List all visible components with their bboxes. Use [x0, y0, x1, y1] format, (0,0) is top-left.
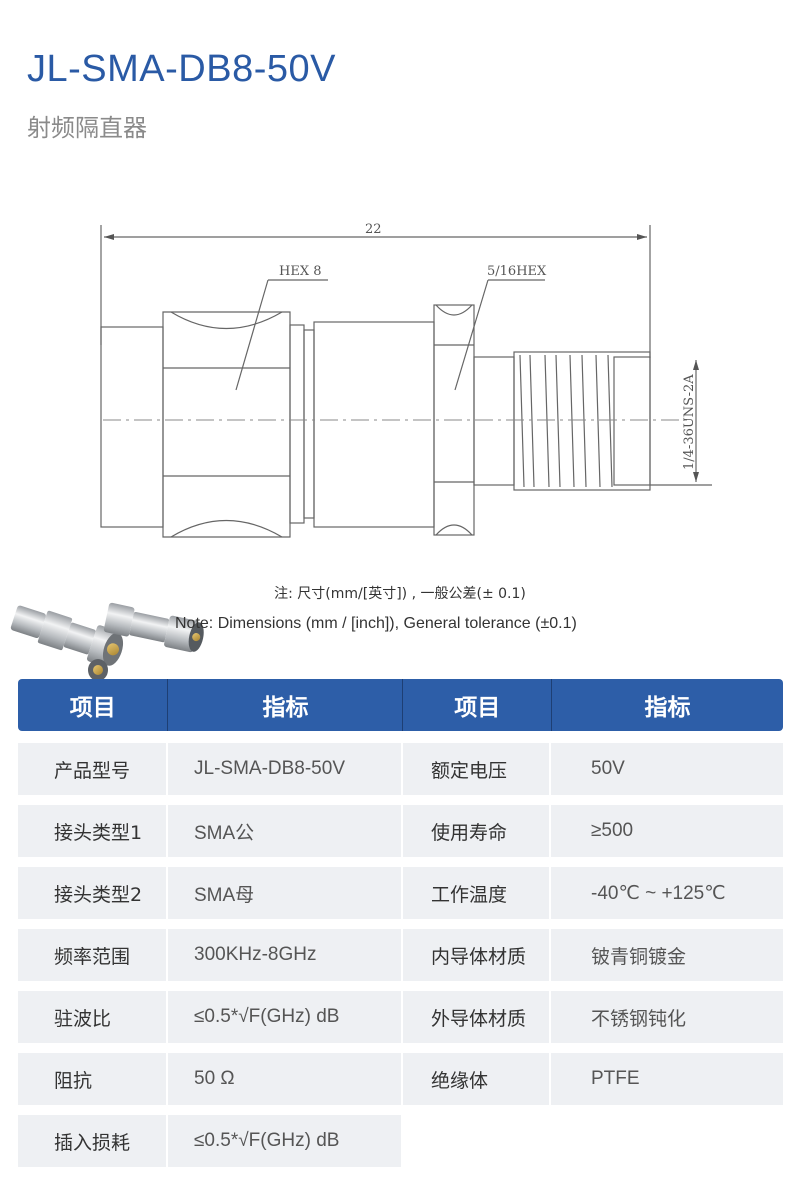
table-row: 接头类型2 SMA母 工作温度 -40℃ ~ +125℃ [18, 867, 783, 919]
param-value: -40℃ ~ +125℃ [551, 867, 783, 919]
header-item-1: 项目 [18, 679, 169, 731]
technical-drawing: 22 HEX 8 5/16HEX 1/4-36UNS-2A [100, 222, 712, 538]
product-photo [10, 602, 204, 681]
param-name: 绝缘体 [403, 1053, 551, 1105]
table-row: 产品型号 JL-SMA-DB8-50V 额定电压 50V [18, 743, 783, 795]
note-chinese: 注: 尺寸(mm/[英寸]) , 一般公差(± 0.1) [274, 586, 526, 602]
thread-label: 1/4-36UNS-2A [682, 374, 697, 470]
param-name: 接头类型2 [18, 867, 168, 919]
param-name: 接头类型1 [18, 805, 168, 857]
param-name: 外导体材质 [403, 991, 551, 1043]
table-header: 项目 指标 项目 指标 [18, 679, 783, 731]
hex8-label: HEX 8 [279, 264, 322, 279]
param-value: 50V [551, 743, 783, 795]
empty-cell [403, 1115, 551, 1167]
table-row: 频率范围 300KHz-8GHz 内导体材质 铍青铜镀金 [18, 929, 783, 981]
product-subtitle: 射频隔直器 [27, 114, 147, 142]
param-name: 驻波比 [18, 991, 168, 1043]
param-name: 频率范围 [18, 929, 168, 981]
table-row: 阻抗 50 Ω 绝缘体 PTFE [18, 1053, 783, 1105]
param-value: 铍青铜镀金 [551, 929, 783, 981]
param-name: 阻抗 [18, 1053, 168, 1105]
note-english: Note: Dimensions (mm / [inch]), General … [175, 615, 577, 632]
table-row: 驻波比 ≤0.5*√F(GHz) dB 外导体材质 不锈钢钝化 [18, 991, 783, 1043]
param-value: ≥500 [551, 805, 783, 857]
param-value: SMA公 [168, 805, 403, 857]
hex516-label: 5/16HEX [487, 264, 547, 279]
param-value: 50 Ω [168, 1053, 403, 1105]
middle-body [313, 321, 435, 528]
param-value: 不锈钢钝化 [551, 991, 783, 1043]
hex8-body [162, 311, 291, 538]
param-value: ≤0.5*√F(GHz) dB [168, 991, 403, 1043]
left-coupling [100, 326, 164, 528]
table-row: 插入损耗 ≤0.5*√F(GHz) dB [18, 1115, 783, 1167]
product-title: JL-SMA-DB8-50V [27, 48, 336, 90]
param-name: 内导体材质 [403, 929, 551, 981]
spec-table: 项目 指标 项目 指标 产品型号 JL-SMA-DB8-50V 额定电压 50V… [18, 679, 783, 1177]
param-value: ≤0.5*√F(GHz) dB [168, 1115, 403, 1167]
header-spec-2: 指标 [644, 695, 691, 721]
param-value: PTFE [551, 1053, 783, 1105]
param-name: 额定电压 [403, 743, 551, 795]
param-value: SMA母 [168, 867, 403, 919]
empty-cell [551, 1115, 783, 1167]
header-item-2: 项目 [403, 679, 552, 731]
param-name: 插入损耗 [18, 1115, 168, 1167]
param-name: 使用寿命 [403, 805, 551, 857]
header-spec-1: 指标 [168, 679, 404, 731]
param-value: JL-SMA-DB8-50V [168, 743, 403, 795]
overall-length-label: 22 [365, 222, 382, 237]
param-name: 产品型号 [18, 743, 168, 795]
table-row: 接头类型1 SMA公 使用寿命 ≥500 [18, 805, 783, 857]
param-value: 300KHz-8GHz [168, 929, 403, 981]
param-name: 工作温度 [403, 867, 551, 919]
